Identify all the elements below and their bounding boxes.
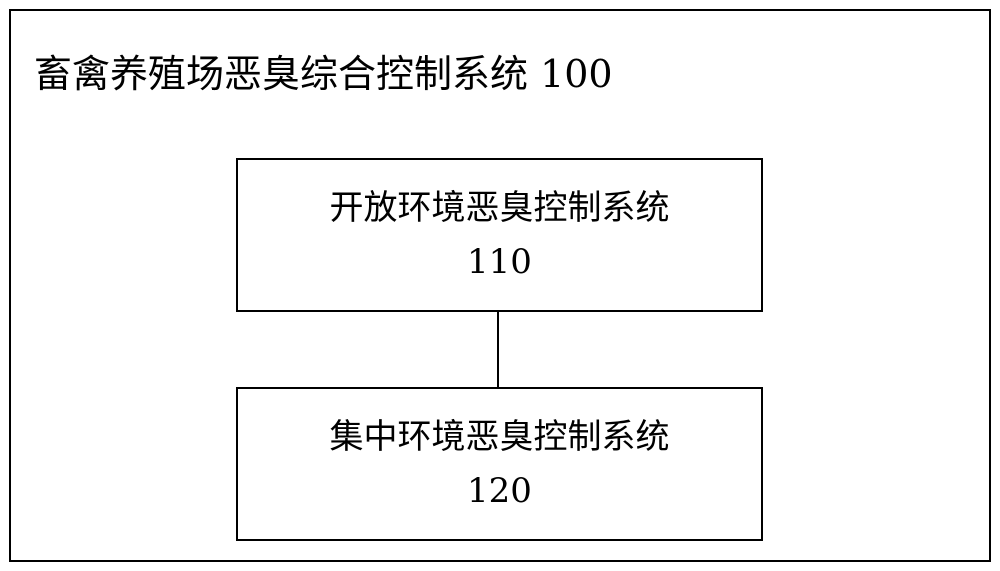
- system-title: 畜禽养殖场恶臭综合控制系统 100: [34, 52, 613, 96]
- connector-line: [497, 312, 499, 387]
- central-environment-odor-control-box: 集中环境恶臭控制系统 120: [236, 387, 763, 541]
- open-environment-box-label: 开放环境恶臭控制系统: [330, 186, 670, 230]
- central-environment-box-label: 集中环境恶臭控制系统: [330, 415, 670, 459]
- open-environment-box-number: 110: [467, 240, 532, 284]
- central-environment-box-number: 120: [467, 469, 532, 513]
- open-environment-odor-control-box: 开放环境恶臭控制系统 110: [236, 158, 763, 312]
